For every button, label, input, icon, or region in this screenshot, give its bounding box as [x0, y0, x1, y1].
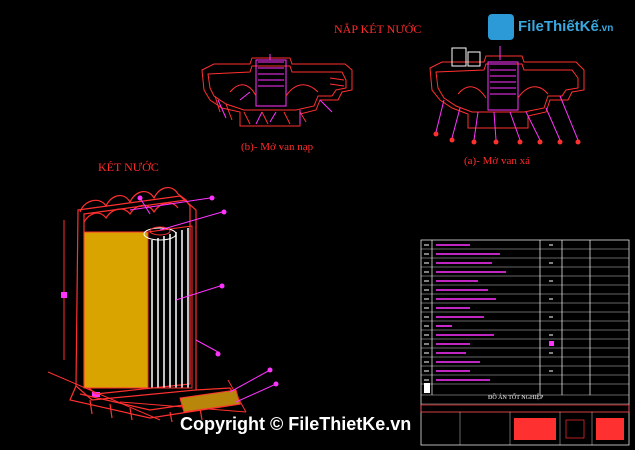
- logo-name: FileThiếtKế: [518, 18, 599, 35]
- caption-valve-a: (a)- Mở van xả: [464, 155, 530, 167]
- filethietke-logo[interactable]: FileThiếtKế.vn: [488, 10, 613, 44]
- logo-suffix: .vn: [598, 23, 614, 34]
- logo-text: FileThiếtKế.vn: [518, 18, 613, 35]
- cap-a-balloons: [433, 131, 581, 145]
- radiator-filler-cap: [143, 227, 177, 241]
- cap-detail-b: [201, 54, 353, 127]
- radiator-core: [83, 231, 149, 389]
- bom-row-lines: [421, 248, 629, 413]
- bom-title-strip: [420, 404, 630, 413]
- copyright-watermark: Copyright © FileThietKe.vn: [180, 414, 412, 434]
- bom-footer-blocks: [514, 418, 624, 440]
- caption-valve-b: (b)- Mở van nạp: [241, 141, 314, 153]
- bom-text-dashes: [436, 244, 506, 381]
- radiator-drawing: [47, 187, 279, 423]
- bom-index-dashes: [424, 244, 553, 381]
- logo-folder-icon: [488, 14, 514, 40]
- cap-title: NẮP KÉT NƯỚC: [334, 22, 422, 36]
- radiator-balloons: [137, 195, 279, 387]
- bom-footer-title: ĐỒ ÁN TỐT NGHIỆP: [488, 395, 544, 401]
- cap-a-leaders: [435, 46, 579, 141]
- radiator-tubes: [151, 228, 189, 388]
- cap-b-leaders: [217, 99, 333, 125]
- bom-table: [420, 239, 630, 446]
- radiator-title: KÉT NƯỚC: [98, 160, 159, 174]
- radiator-leaders: [129, 197, 277, 403]
- cap-detail-a: [429, 47, 585, 129]
- dim-marker-height: [61, 292, 67, 298]
